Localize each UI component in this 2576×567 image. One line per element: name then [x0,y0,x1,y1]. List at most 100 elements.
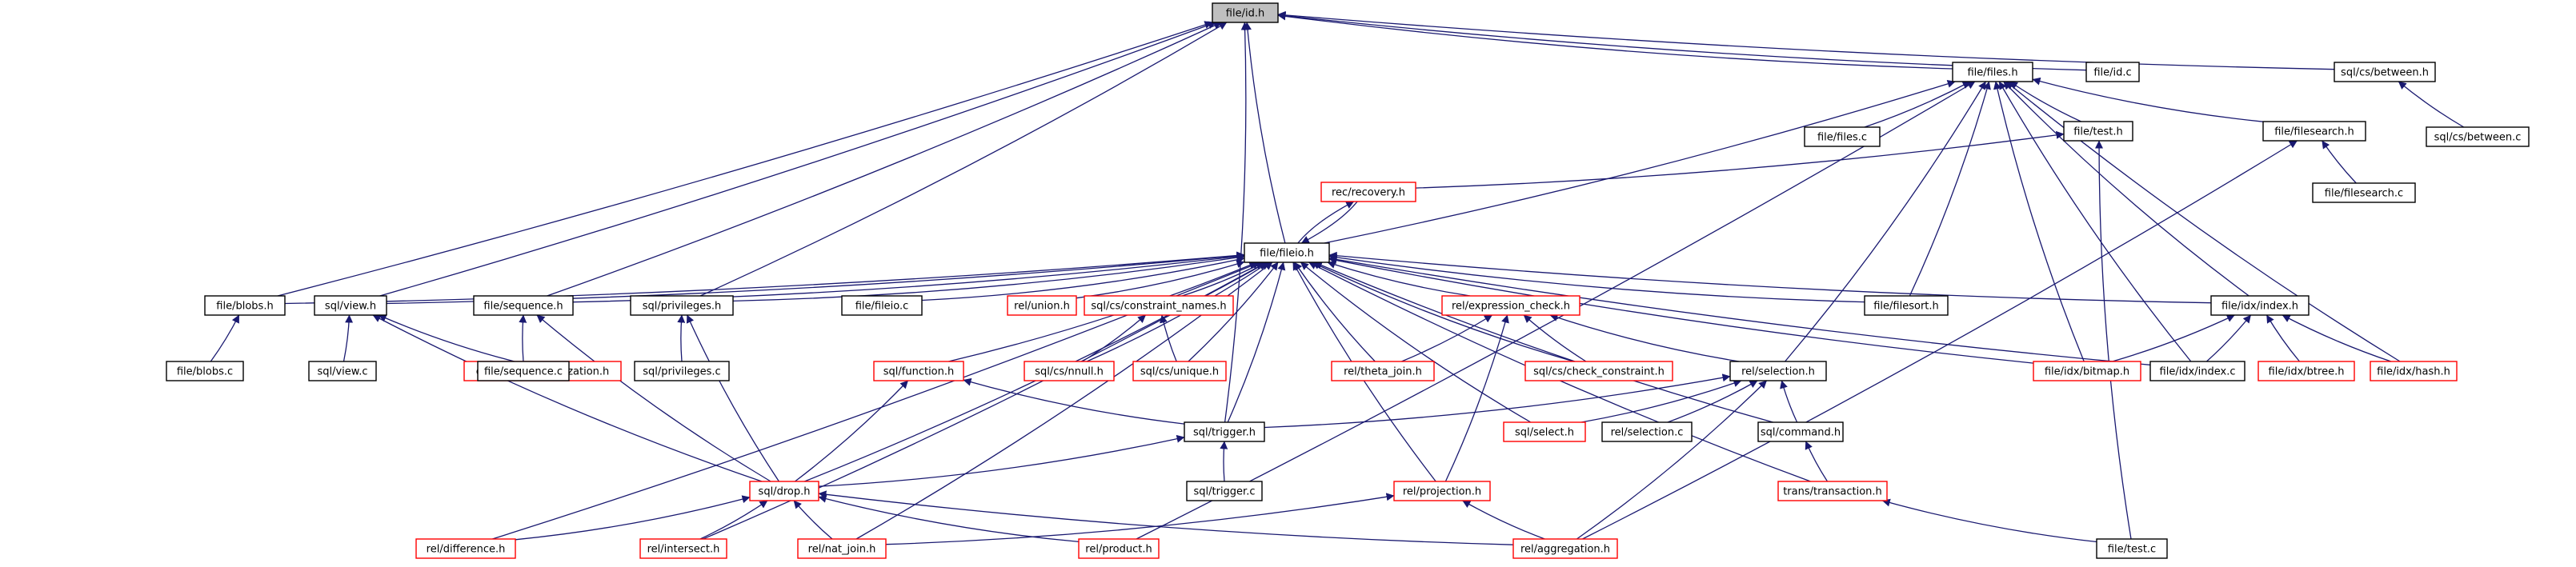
edge-privileges-h-to-fileio-h [732,254,1245,302]
node-box [1777,481,1888,501]
node-drop-h[interactable]: sql/drop.h [749,481,819,501]
node-label: sql/command.h [1761,427,1841,439]
node-trigger-h[interactable]: sql/trigger.h [1184,421,1265,442]
node-hash-h[interactable]: file/idx/hash.h [2370,361,2458,381]
edge-nat-join-h-to-drop-h [793,500,833,540]
node-box [2033,361,2141,381]
node-label: sql/cs/constraint_names.h [1091,301,1226,313]
edge-command-h-to-selection-h [1780,380,1798,423]
node-union-h[interactable]: rel/union.h [1007,295,1077,316]
node-box [841,295,923,316]
edge-blobs-c-to-blobs-h [210,314,240,362]
node-filesort-h[interactable]: file/filesort.h [1864,295,1949,316]
node-function-h[interactable]: sql/function.h [873,361,964,381]
node-btree-h[interactable]: file/idx/btree.h [2258,361,2355,381]
node-selection-c[interactable]: rel/selection.c [1601,421,1693,442]
node-box [1757,421,1844,442]
edge-between-c-to-between-h [2398,81,2465,128]
node-view-h[interactable]: sql/view.h [314,295,387,316]
node-box [1320,182,1416,202]
edge-view-h-to-id-h [379,21,1216,297]
node-idx-index-c[interactable]: file/idx/index.c [2149,361,2245,381]
node-selection-h[interactable]: rel/selection.h [1729,361,1827,381]
node-unique-h[interactable]: sql/cs/unique.h [1132,361,1227,381]
node-between-c[interactable]: sql/cs/between.c [2426,126,2530,147]
node-box [1952,62,2033,82]
node-label: file/fileio.c [855,301,909,313]
edge-idx-index-h-to-fileio-h [1328,251,2212,304]
node-id-c[interactable]: file/id.c [2085,62,2140,82]
node-box [1503,421,1586,442]
node-nat-join-h[interactable]: rel/nat_join.h [797,538,887,559]
node-blobs-c[interactable]: file/blobs.c [166,361,244,381]
node-box [1212,2,1279,23]
node-recovery-h[interactable]: rec/recovery.h [1320,182,1416,202]
node-filesearch-h[interactable]: file/filesearch.h [2262,121,2366,142]
node-label: rel/projection.h [1403,486,1481,498]
node-label: file/sequence.c [484,366,563,378]
node-label: rel/expression_check.h [1452,301,1570,313]
node-view-c[interactable]: sql/view.c [308,361,377,381]
node-blobs-h[interactable]: file/blobs.h [204,295,286,316]
node-idx-index-h[interactable]: file/idx/index.h [2210,295,2310,316]
node-box [630,295,734,316]
edge-drop-h-to-view-h [372,314,763,482]
node-label: sql/select.h [1515,427,1574,439]
edge-theta-join-h-to-fileio-h [1294,262,1376,362]
node-fileio-h[interactable]: file/fileio.h [1244,242,1330,263]
node-filesearch-c[interactable]: file/filesearch.c [2312,182,2416,203]
edge-idx-index-c-to-idx-index-h [2205,314,2252,362]
edge-trigger-h-to-function-h [963,377,1185,425]
node-command-h[interactable]: sql/command.h [1757,421,1844,442]
node-box [1524,361,1673,381]
node-constraint-names-h[interactable]: sql/cs/constraint_names.h [1084,295,1234,316]
node-difference-h[interactable]: rel/difference.h [415,538,516,559]
edge-check-constraint-h-to-expression-check-h [1523,314,1587,362]
node-box [1078,538,1160,559]
node-product-h[interactable]: rel/product.h [1078,538,1160,559]
node-label: rel/difference.h [427,544,506,556]
node-label: file/idx/index.c [2160,366,2236,378]
node-privileges-h[interactable]: sql/privileges.h [630,295,734,316]
edge-filesort-h-to-files-h [1909,81,1991,297]
node-label: sql/privileges.h [643,301,722,313]
node-files-c[interactable]: file/files.c [1804,126,1881,147]
node-box [1186,481,1263,501]
node-theta-join-h[interactable]: rel/theta_join.h [1331,361,1435,381]
edge-selection-c-to-selection-h [1667,380,1758,423]
node-intersect-h[interactable]: rel/intersect.h [639,538,727,559]
edge-nnull-h-to-constraint-names-h [1082,314,1147,362]
node-box [1331,361,1435,381]
node-label: sql/cs/between.h [2341,67,2429,79]
edge-files-h-to-id-h [1277,12,1953,70]
node-privileges-c[interactable]: sql/privileges.c [634,361,730,381]
node-sequence-c[interactable]: file/sequence.c [477,361,570,381]
node-test-c[interactable]: file/test.c [2096,538,2168,559]
node-nnull-h[interactable]: sql/cs/nnull.h [1024,361,1115,381]
node-trigger-c[interactable]: sql/trigger.c [1186,481,1263,501]
node-projection-h[interactable]: rel/projection.h [1393,481,1491,501]
node-box [204,295,286,316]
node-check-constraint-h[interactable]: sql/cs/check_constraint.h [1524,361,1673,381]
node-select-h[interactable]: sql/select.h [1503,421,1586,442]
node-bitmap-h[interactable]: file/idx/bitmap.h [2033,361,2141,381]
node-sequence-h[interactable]: file/sequence.h [473,295,574,316]
node-between-h[interactable]: sql/cs/between.h [2334,62,2436,82]
node-box [314,295,387,316]
edge-drop-h-to-privileges-h [686,314,779,482]
node-label: rec/recovery.h [1332,187,1405,199]
edge-fileio-c-to-fileio-h [921,255,1245,301]
node-transaction-h[interactable]: trans/transaction.h [1777,481,1888,501]
node-fileio-c[interactable]: file/fileio.c [841,295,923,316]
node-label: sql/view.h [325,301,376,313]
node-label: sql/cs/check_constraint.h [1533,366,1665,378]
node-aggregation-h[interactable]: rel/aggregation.h [1512,538,1618,559]
node-id-h[interactable]: file/id.h [1212,2,1279,23]
node-test-h[interactable]: file/test.h [2063,121,2133,142]
edge-filesearch-h-to-files-h [2032,77,2264,122]
node-box [1729,361,1827,381]
node-files-h[interactable]: file/files.h [1952,62,2033,82]
edge-query-optimization-h-to-view-h [378,314,515,362]
node-box [1132,361,1227,381]
node-expression-check-h[interactable]: rel/expression_check.h [1441,295,1580,316]
